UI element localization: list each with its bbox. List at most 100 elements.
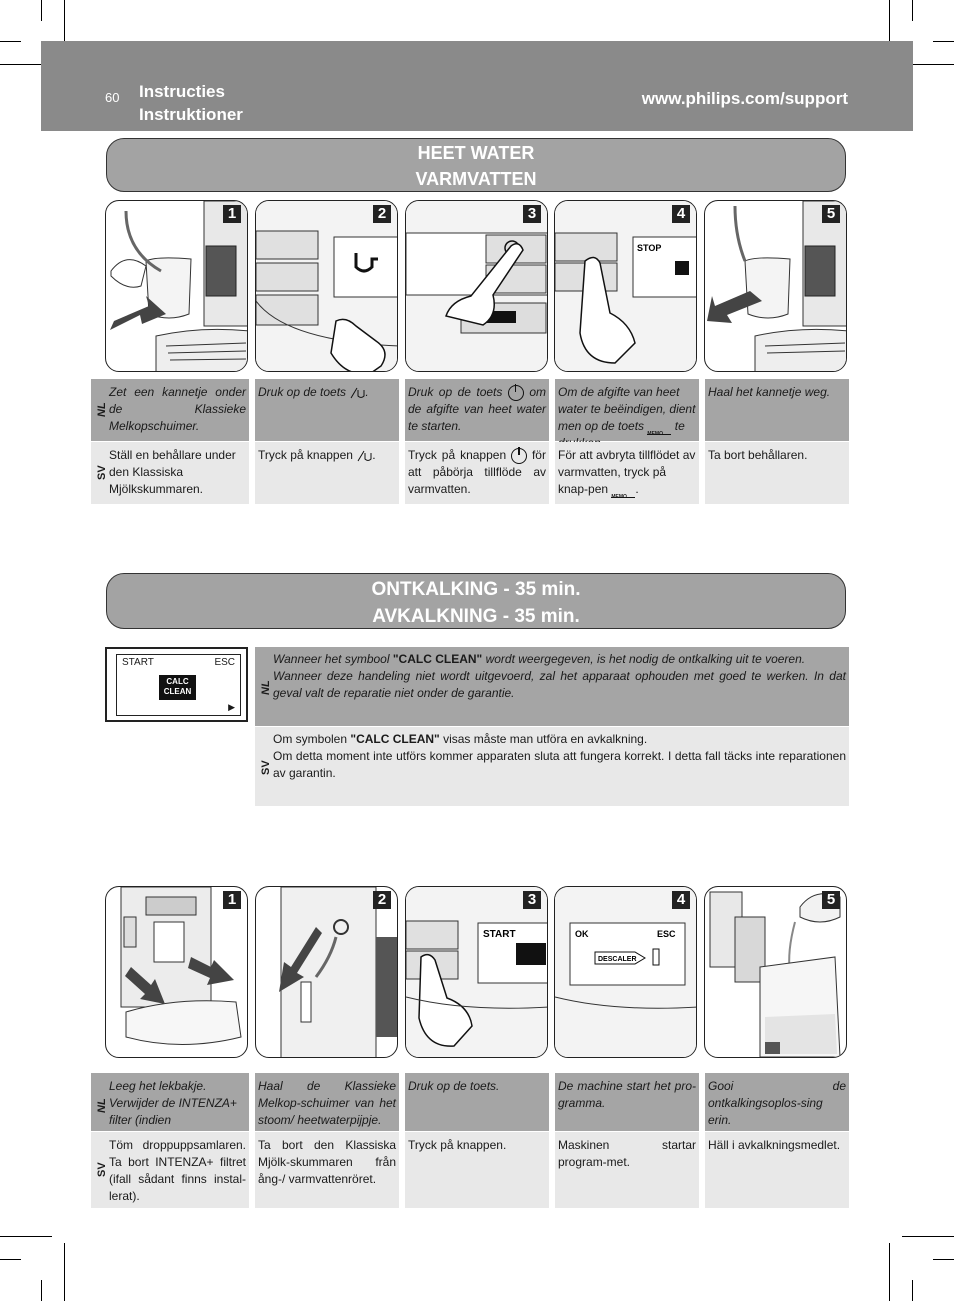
step-text: .	[635, 482, 639, 496]
step-text: Ta bort behållaren.	[708, 448, 808, 462]
descale-step4-nl: De machine start het pro-gramma.	[555, 1073, 699, 1131]
lang-label-nl: NL	[260, 680, 272, 695]
crop-mark	[933, 41, 954, 42]
descale-step1-sv: SV Töm droppuppsamlaren. Ta bort INTENZA…	[91, 1132, 249, 1208]
step-number: 1	[223, 891, 241, 909]
calc-clean-display: START ESC CALC CLEAN ▶	[105, 647, 248, 722]
step-text: Druk op de toets	[258, 385, 347, 399]
play-arrow-icon: ▶	[228, 702, 235, 712]
descale-step5-nl: Gooi de ontkalkingsoplos-sing erin.	[705, 1073, 849, 1131]
hot-water-icon	[357, 450, 372, 462]
section-banner-descaling: ONTKALKING - 35 min. AVKALKNING - 35 min…	[106, 573, 846, 629]
lang-label-sv: SV	[96, 465, 108, 480]
step4-nl: Om de afgifte van heet water te beëindig…	[555, 379, 699, 450]
step-text: Ställ en behållare under den Klassiska M…	[109, 448, 236, 496]
power-icon	[511, 446, 528, 464]
page-title: Instructies Instruktioner	[139, 80, 243, 126]
hot-water-icon	[350, 387, 365, 399]
descale-step-image-5: 5	[704, 886, 847, 1058]
step-text: Druk op de toets	[408, 385, 503, 399]
memo-label: MEMO	[647, 431, 663, 438]
info-text: Wanneer deze handeling niet wordt uitgev…	[273, 669, 846, 700]
descale-step3-nl: Druk op de toets.	[405, 1073, 549, 1131]
page-title-nl: Instructies	[139, 82, 225, 101]
step-text: Tryck på knappen	[408, 448, 507, 462]
step-text: Haal de Klassieke Melkop-schuimer van he…	[258, 1079, 396, 1127]
step-number: 5	[822, 891, 840, 909]
descale-step-image-4: OK ESC DESCALER 4	[554, 886, 697, 1058]
svg-text:OK: OK	[575, 929, 589, 939]
step-image-5: 5	[704, 200, 847, 372]
step-text: Tryck på knappen.	[408, 1138, 507, 1152]
step5-sv: Ta bort behållaren.	[705, 442, 849, 504]
section-banner-hot-water: HEET WATER VARMVATTEN	[106, 138, 846, 192]
step-text: Gooi de ontkalkingsoplos-sing erin.	[708, 1079, 846, 1127]
step-number: 3	[523, 205, 541, 223]
step-text: Om de afgifte van heet water te beëindig…	[558, 385, 696, 433]
step-text: Zet een kannetje onder de Klassieke Melk…	[109, 385, 246, 433]
step2-nl: Druk op de toets .	[255, 379, 399, 441]
info-text: Om symbolen	[273, 732, 348, 746]
info-text: wordt weergegeven, is het nodig de ontka…	[485, 652, 806, 666]
descale-step-image-3: START 3	[405, 886, 548, 1058]
step-text: Ta bort den Klassiska Mjölk-skummaren fr…	[258, 1138, 396, 1186]
step-text: Töm droppuppsamlaren. Ta bort INTENZA+ f…	[109, 1138, 246, 1203]
memo-label: MEMO	[611, 494, 627, 501]
step-text: Haal het kannetje weg.	[708, 385, 831, 399]
lang-label-sv: SV	[260, 760, 272, 775]
step-text: Häll i avkalkningsmedlet.	[708, 1138, 841, 1152]
step-text: om de afgifte van heet water te starten.	[408, 385, 546, 433]
crop-mark	[41, 1280, 42, 1301]
memo-cup-icon: MEMO	[611, 481, 636, 500]
display-start-label: START	[122, 657, 154, 668]
descale-step4-sv: Maskinen startar program-met.	[555, 1132, 699, 1208]
descale-step2-nl: Haal de Klassieke Melkop-schuimer van he…	[255, 1073, 399, 1131]
step-text: De machine start het pro-gramma.	[558, 1079, 696, 1110]
crop-mark	[64, 1243, 65, 1301]
crop-mark	[41, 0, 42, 21]
memo-cup-icon: MEMO	[647, 418, 672, 437]
descale-step2-sv: Ta bort den Klassiska Mjölk-skummaren fr…	[255, 1132, 399, 1208]
step-text: Druk op de toets.	[408, 1079, 500, 1093]
crop-mark	[0, 1259, 21, 1260]
step-number: 3	[523, 891, 541, 909]
descale-step5-sv: Häll i avkalkningsmedlet.	[705, 1132, 849, 1208]
step-image-4: STOP 4	[554, 200, 697, 372]
step-text: För att avbryta tillflödet av varmvatten…	[558, 448, 696, 496]
calc-line: CALC	[166, 677, 189, 686]
crop-mark	[933, 1259, 954, 1260]
info-text: visas måste man utföra en avkalkning.	[443, 732, 648, 746]
step-number: 2	[373, 891, 391, 909]
display-screen: START ESC CALC CLEAN ▶	[116, 654, 241, 716]
descale-step1-nl: NL Leeg het lekbakje. Verwijder de INTEN…	[91, 1073, 249, 1144]
svg-text:ESC: ESC	[657, 929, 676, 939]
clean-line: CLEAN	[163, 687, 192, 696]
step1-sv: SV Ställ en behållare under den Klassisk…	[91, 442, 249, 504]
crop-mark	[889, 1243, 890, 1301]
step-text: Maskinen startar program-met.	[558, 1138, 696, 1169]
svg-text:DESCALER: DESCALER	[598, 956, 637, 963]
crop-mark	[902, 1236, 954, 1237]
step-number: 5	[822, 205, 840, 223]
step1-nl: NL Zet een kannetje onder de Klassieke M…	[91, 379, 249, 441]
step-image-3: 3	[405, 200, 548, 372]
lang-label-nl: NL	[96, 1098, 108, 1113]
descale-step-image-1: 1	[105, 886, 248, 1058]
banner-title-nl: HEET WATER	[417, 143, 535, 163]
step-image-1: 1	[105, 200, 248, 372]
crop-mark	[889, 0, 890, 58]
crop-mark	[0, 1236, 52, 1237]
step-number: 4	[672, 891, 690, 909]
step4-sv: För att avbryta tillflödet av varmvatten…	[555, 442, 699, 504]
step3-nl: Druk op de toets om de afgifte van heet …	[405, 379, 549, 441]
display-esc-label: ESC	[214, 657, 235, 668]
lang-label-sv: SV	[96, 1162, 108, 1177]
crop-mark	[64, 0, 65, 58]
banner-title-sv: VARMVATTEN	[415, 169, 537, 189]
calc-clean-symbol: "CALC CLEAN"	[392, 652, 483, 666]
support-url[interactable]: www.philips.com/support	[641, 89, 848, 108]
step2-sv: Tryck på knappen .	[255, 442, 399, 504]
page-header	[41, 41, 913, 131]
step5-nl: Haal het kannetje weg.	[705, 379, 849, 441]
step-text: Tryck på knappen	[258, 448, 353, 462]
